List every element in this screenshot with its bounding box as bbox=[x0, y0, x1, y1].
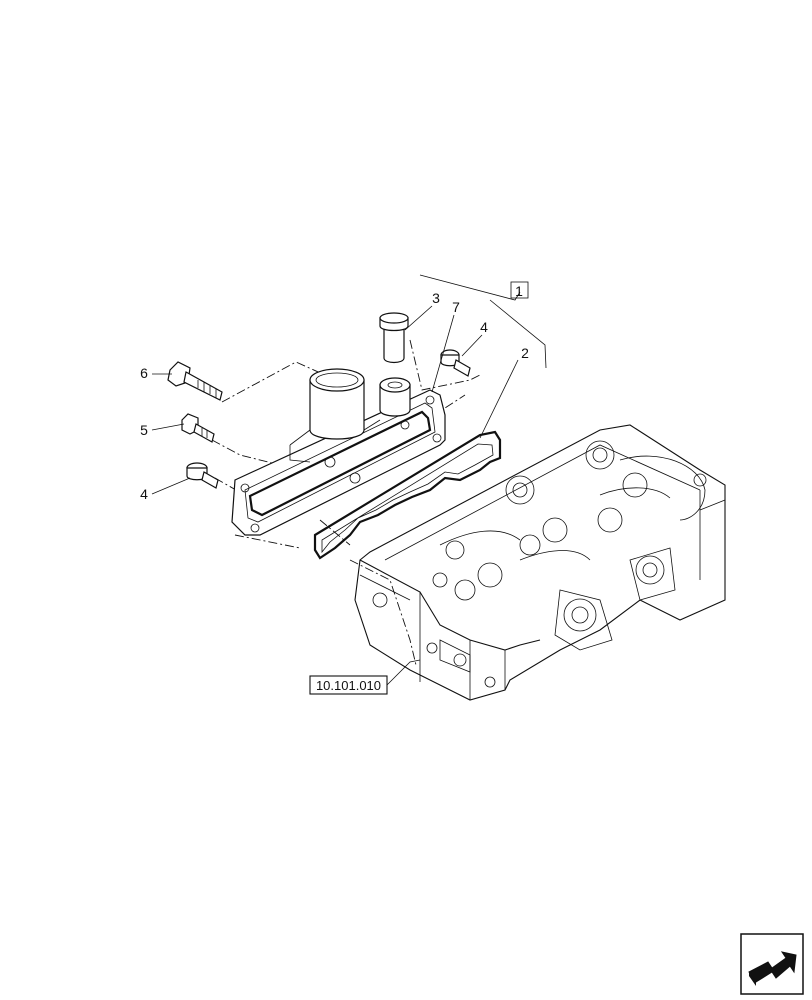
cylinder-head bbox=[354, 424, 726, 701]
flange-bolt-upper bbox=[440, 349, 471, 377]
flange-bolt-lower bbox=[186, 462, 219, 489]
gasket bbox=[313, 430, 502, 560]
callout-5: 5 bbox=[140, 422, 148, 438]
callout-box-1 bbox=[510, 281, 529, 299]
callout-7: 7 bbox=[452, 299, 460, 315]
callout-4-lower: 4 bbox=[140, 486, 148, 502]
callout-3: 3 bbox=[432, 290, 440, 306]
callout-1: 1 bbox=[515, 283, 523, 299]
thermostat-housing bbox=[231, 368, 446, 536]
assembly-bracket bbox=[419, 274, 547, 369]
leader-lines bbox=[151, 305, 519, 686]
callout-4-upper: 4 bbox=[480, 319, 488, 335]
long-bolt bbox=[167, 361, 223, 401]
temperature-sensor bbox=[379, 312, 409, 364]
callout-2: 2 bbox=[521, 345, 529, 361]
next-page-arrow-icon[interactable] bbox=[740, 933, 804, 995]
reference-label: 10.101.010 bbox=[316, 678, 381, 693]
medium-bolt bbox=[181, 413, 215, 443]
callout-6: 6 bbox=[140, 365, 148, 381]
reference-label-box: 10.101.010 bbox=[309, 675, 388, 695]
